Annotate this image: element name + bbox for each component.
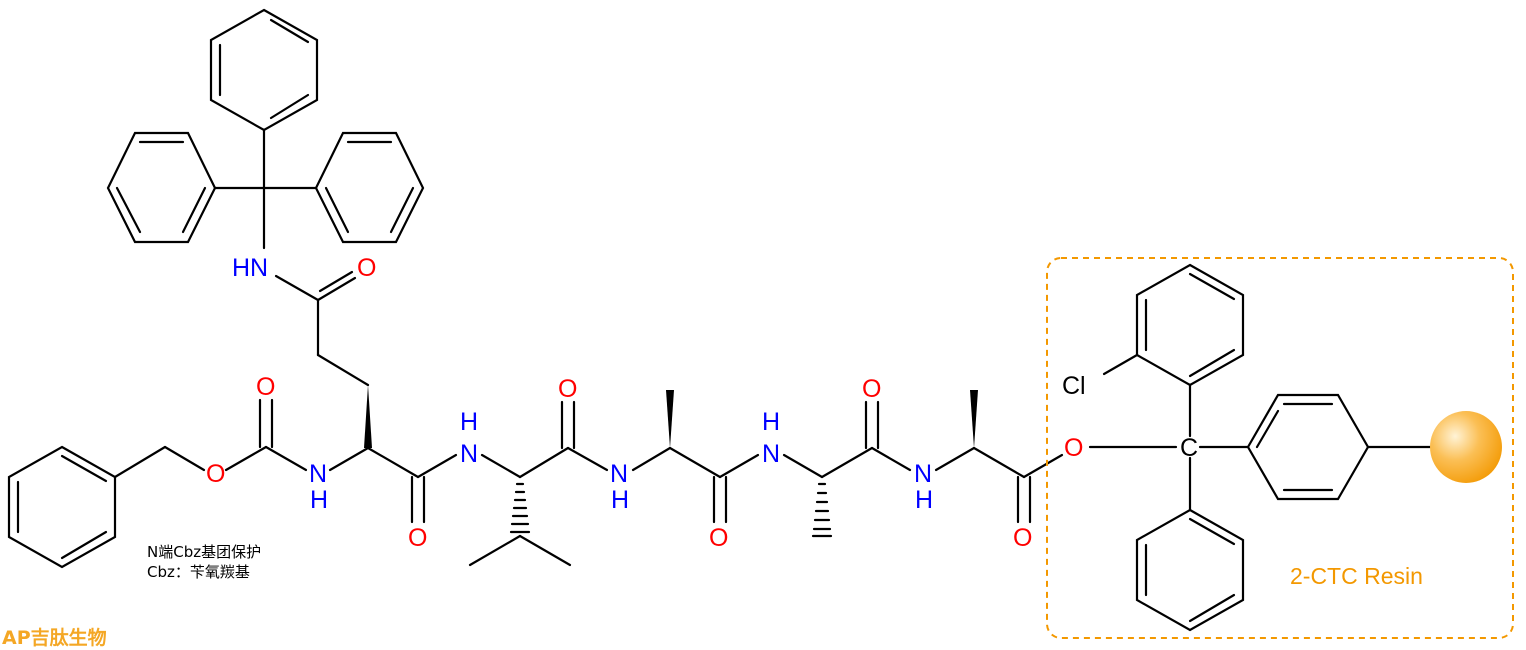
wedge-bond xyxy=(364,385,372,448)
atom-o-cbz-ester: O xyxy=(206,460,225,488)
atom-c-center: C xyxy=(1180,434,1198,462)
atom-h-ala1: H xyxy=(611,486,629,514)
cbz-group xyxy=(7,398,308,569)
atom-n-val: N xyxy=(460,440,478,468)
atom-o-ala2: O xyxy=(862,375,881,403)
wedge-bond xyxy=(970,390,978,448)
trityl-top-phenyl-ring xyxy=(209,8,319,132)
gln-side-chain xyxy=(274,270,372,448)
para-phenyl-ring xyxy=(1246,393,1370,501)
atom-o-gln-side: O xyxy=(357,254,376,282)
resin-label: 2-CTC Resin xyxy=(1290,563,1423,589)
trityl-right-phenyl-ring xyxy=(314,131,425,244)
atom-n-ala3: N xyxy=(914,460,932,488)
atom-n-ala1: N xyxy=(610,460,628,488)
atom-n-gln: N xyxy=(309,460,327,488)
val-side-chain xyxy=(468,482,572,567)
atom-h-ala2: H xyxy=(762,408,780,436)
note-cbz-protection: N端Cbz基团保护 xyxy=(147,543,261,561)
resin-bead-icon xyxy=(1430,411,1502,483)
atom-o-ester: O xyxy=(1064,434,1083,462)
atom-o-gln-main: O xyxy=(408,524,427,552)
atom-hn-trityl: HN xyxy=(232,254,268,282)
cbz-phenyl-ring xyxy=(7,445,117,569)
atom-h-val: H xyxy=(460,408,478,436)
wedge-bond xyxy=(666,390,674,448)
watermark-logo: AP吉肽生物 xyxy=(2,626,107,649)
atom-h-gln: H xyxy=(310,486,328,514)
atom-o-val: O xyxy=(558,375,577,403)
phenyl-ring-bottom xyxy=(1135,508,1245,632)
atom-n-ala2: N xyxy=(762,440,780,468)
atom-o-ala1: O xyxy=(709,524,728,552)
ctc-resin-part xyxy=(1046,257,1514,639)
atom-cl: Cl xyxy=(1062,372,1086,400)
chlorophenyl-ring xyxy=(1135,263,1245,387)
atom-o-ala3: O xyxy=(1013,524,1032,552)
atom-h-ala3: H xyxy=(915,486,933,514)
peptide-backbone xyxy=(328,400,1064,524)
atom-o-cbz-carbonyl: O xyxy=(256,373,275,401)
ala-methyls xyxy=(666,390,978,538)
note-cbz-definition: Cbz：苄氧羰基 xyxy=(147,563,250,581)
trityl-left-phenyl-ring xyxy=(106,131,217,244)
trityl-group xyxy=(106,8,425,250)
